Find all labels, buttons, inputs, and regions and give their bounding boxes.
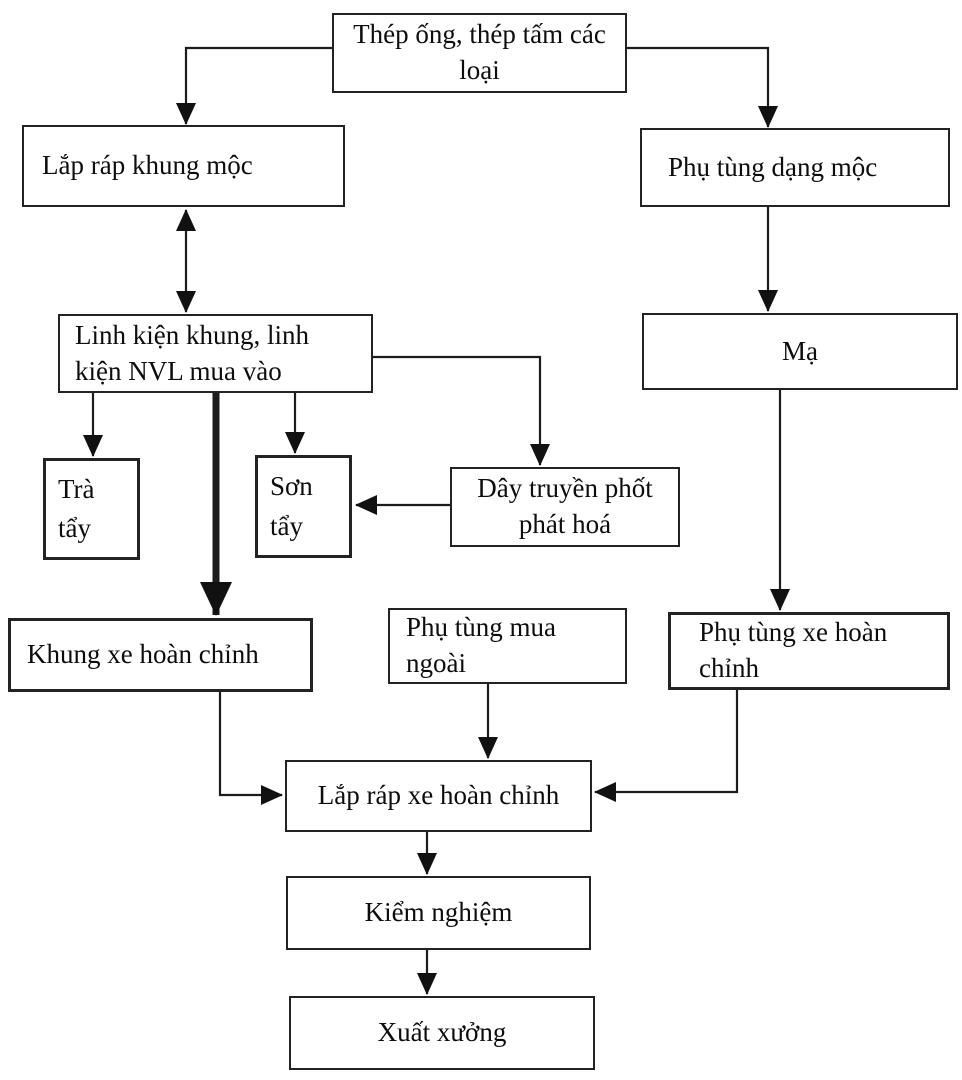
- node-frame-assembly: Lắp ráp khung mộc: [22, 125, 345, 207]
- node-shipment: Xuất xưởng: [289, 996, 595, 1070]
- node-vehicle-assembly: Lắp ráp xe hoàn chỉnh: [285, 760, 592, 832]
- node-steel-types: Thép ống, thép tấm các loại: [332, 13, 627, 93]
- node-phosphate-line: Dây truyền phốt phát hoá: [450, 467, 680, 547]
- node-complete-parts: Phụ tùng xe hoàn chỉnh: [668, 612, 950, 690]
- edge-complete-frame-to-vehicle-assembly: [218, 692, 283, 805]
- node-frame-components: Linh kiện khung, linh kiện NVL mua vào: [58, 314, 373, 393]
- edge-complete-parts-to-vehicle-assembly: [594, 690, 739, 802]
- node-raw-parts: Phụ tùng dạng mộc: [640, 128, 950, 207]
- edge-components-to-phosphate-line: [373, 355, 550, 466]
- edge-steel-to-raw-parts: [627, 46, 778, 128]
- node-plating: Mạ: [642, 313, 958, 390]
- node-complete-frame: Khung xe hoàn chỉnh: [8, 618, 313, 692]
- node-tra-tay: Trà tẩy: [43, 458, 140, 560]
- node-outsourced-parts: Phụ tùng mua ngoài: [388, 608, 627, 684]
- node-inspection: Kiểm nghiệm: [286, 876, 591, 950]
- edge-steel-to-frame-assembly: [176, 46, 332, 125]
- node-son-tay: Sơn tẩy: [255, 455, 352, 558]
